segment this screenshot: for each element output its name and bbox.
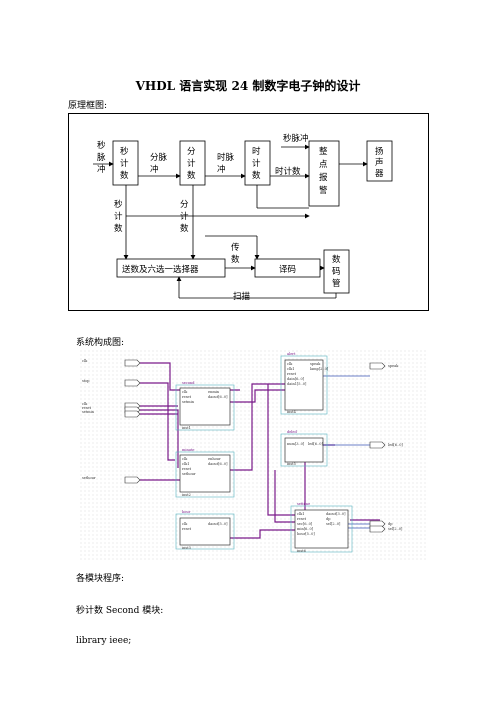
block-minute-inst: inst2 xyxy=(182,493,191,497)
hour-counter-box xyxy=(244,140,271,186)
sec-count-label: 秒计数 xyxy=(114,200,123,234)
block-second-inst: inst1 xyxy=(182,426,191,430)
block-deled-output: led[6..0] xyxy=(308,442,323,446)
minute-counter-box xyxy=(179,140,206,186)
input-sethour: sethour xyxy=(82,476,96,480)
alarm-label: 整点报警 xyxy=(319,147,328,196)
block-alert-name: alert xyxy=(287,352,296,356)
scan-label: 扫描 xyxy=(233,292,251,302)
mux-label: 送数及六选一选择器 xyxy=(122,265,199,275)
transfer-label: 传数 xyxy=(231,243,240,265)
document-title: VHDL 语言实现 24 制数字电子钟的设计 xyxy=(135,79,361,93)
min-count-label: 分计数 xyxy=(180,200,189,234)
minute-counter-label: 分计数 xyxy=(187,147,196,181)
block-minute-name: minute xyxy=(182,448,195,452)
speaker-box xyxy=(366,140,393,182)
schematic-heading: 原理框图: xyxy=(68,101,108,111)
sec-pulse-top-label: 秒脉冲 xyxy=(283,134,309,144)
speaker-label: 扬声器 xyxy=(375,147,384,179)
hour-counter-label: 时计数 xyxy=(252,147,261,181)
decode-label: 译码 xyxy=(279,265,297,275)
block-diagram-svg xyxy=(93,140,393,299)
input-clk-1: clk xyxy=(82,359,88,363)
hour-pulse-label: 时脉冲 xyxy=(217,153,235,175)
block-hour-name: hour xyxy=(182,510,191,514)
display-box xyxy=(323,249,350,294)
second-counter-label: 秒计数 xyxy=(120,147,129,181)
system-diagram: clk stop clk reset setmin sethour second… xyxy=(80,350,427,560)
block-settime-inst: inst6 xyxy=(297,549,306,553)
alarm-box xyxy=(308,140,340,207)
input-clk-2: clk xyxy=(82,402,88,406)
code-first-line: library ieee; xyxy=(76,636,132,646)
modules-heading: 各模块程序: xyxy=(76,574,125,584)
min-pulse-label: 分脉冲 xyxy=(150,153,168,175)
system-diagram-svg xyxy=(80,350,427,560)
input-stop: stop xyxy=(82,379,90,383)
block-diagram: 秒脉冲 秒计数 分脉冲 分计数 时脉冲 时计数 秒脉冲 时计数 整点报警 扬声器… xyxy=(68,113,429,311)
block-hour-inst: inst3 xyxy=(182,546,191,550)
output-sel: sel[2..0] xyxy=(388,527,403,531)
block-second-name: second xyxy=(182,381,195,385)
output-speak: speak xyxy=(388,364,399,368)
block-deled-name: deled xyxy=(287,430,297,434)
input-reset: reset xyxy=(82,406,92,410)
input-setmin: setmin xyxy=(82,410,94,414)
block-alert-inst: inst4 xyxy=(287,410,296,414)
output-led: led[6..0] xyxy=(388,443,403,447)
output-dp: dp xyxy=(388,522,393,526)
block-deled-inst: inst5 xyxy=(287,462,296,466)
system-heading: 系统构成图: xyxy=(76,338,125,348)
hour-count-label: 时计数 xyxy=(275,167,301,177)
block-hour-output: daout[5..0] xyxy=(208,522,228,526)
sec-pulse-input-label: 秒脉冲 xyxy=(97,141,106,175)
block-settime-name: settime xyxy=(297,502,311,506)
display-label: 数码管 xyxy=(332,255,341,289)
second-module-heading: 秒计数 Second 模块: xyxy=(76,606,164,616)
block-deled-input: num[3..0] xyxy=(287,442,305,446)
